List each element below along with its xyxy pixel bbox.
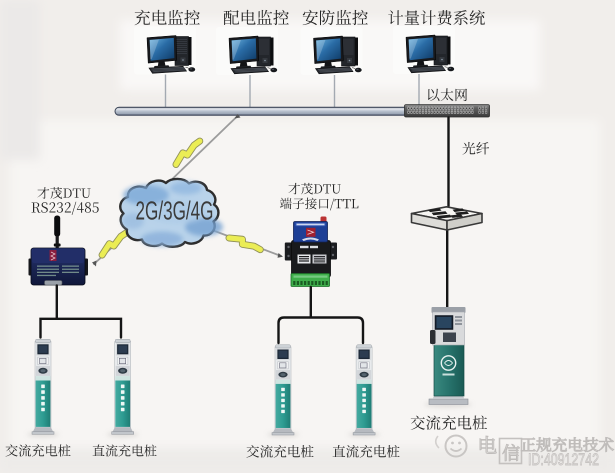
svg-text:2G/3G/4G: 2G/3G/4G — [136, 198, 214, 226]
svg-text:ID:40912742: ID:40912742 — [528, 450, 599, 469]
